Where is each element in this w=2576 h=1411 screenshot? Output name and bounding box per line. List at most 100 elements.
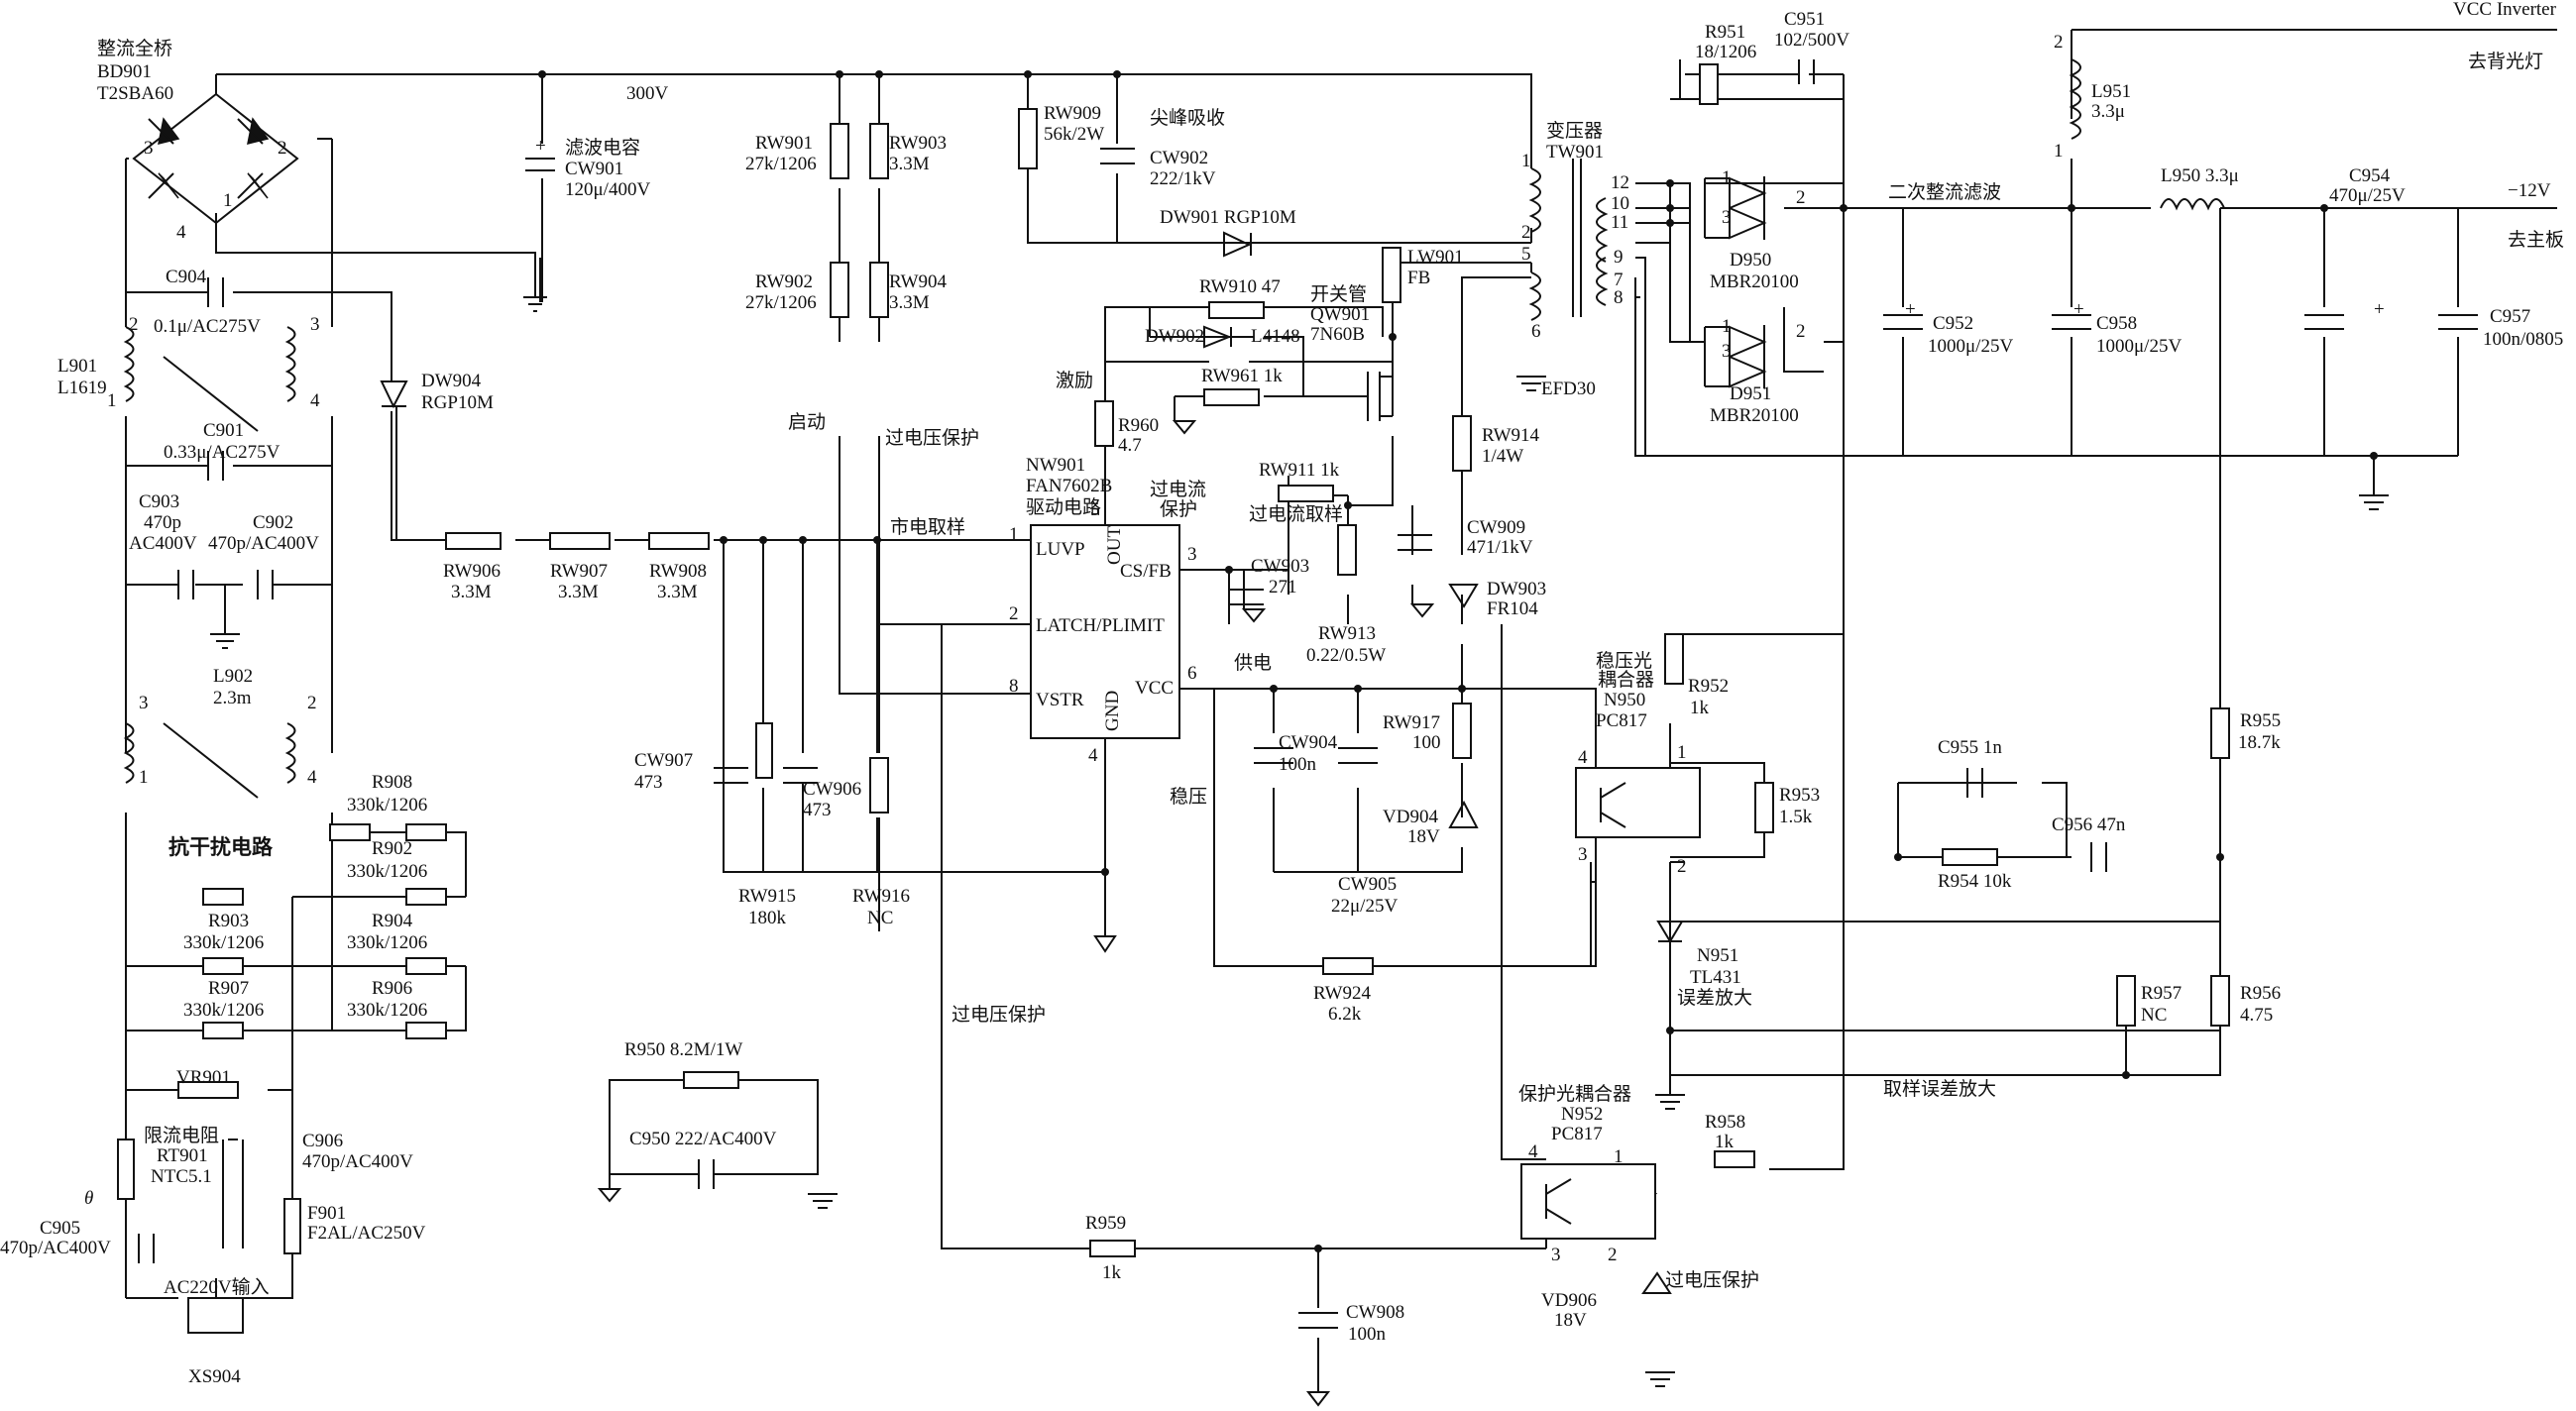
regulate-label: 稳压	[1170, 786, 1207, 808]
r956-ref: R956	[2240, 983, 2281, 1004]
r955-value: 18.7k	[2238, 732, 2281, 753]
ic-out: OUT	[1104, 526, 1125, 565]
n952-part: PC817	[1551, 1124, 1603, 1144]
to-backlight: 去背光灯	[2468, 51, 2543, 72]
ac-input: AC220V输入	[164, 1276, 270, 1298]
bus-voltage: 300V	[626, 83, 669, 104]
ic-csfb: CS/FB	[1120, 561, 1172, 582]
c902-ref: C902	[253, 512, 293, 533]
rw901-value: 27k/1206	[745, 154, 817, 174]
rw906-ref: RW906	[443, 561, 501, 582]
r904-value: 330k/1206	[347, 932, 427, 953]
emi-circuit: 抗干扰电路	[168, 835, 274, 859]
l950-label: L950 3.3μ	[2161, 165, 2239, 186]
ic-part: FAN7602B	[1026, 476, 1112, 496]
r957-ref: R957	[2141, 983, 2182, 1004]
cw907-value: 473	[634, 772, 663, 793]
r903-ref: R903	[208, 911, 249, 931]
ts-8: 8	[1614, 287, 1624, 308]
vd904-ref: VD904	[1383, 807, 1438, 827]
f901-value: F2AL/AC250V	[307, 1223, 426, 1244]
l902-value: 2.3m	[213, 688, 252, 708]
rw909-ref: RW909	[1044, 103, 1101, 124]
d951-pin3: 3	[1722, 341, 1732, 362]
l951-value: 3.3μ	[2091, 101, 2125, 122]
ts-12: 12	[1611, 172, 1629, 193]
sample-amp: 取样误差放大	[1883, 1078, 1996, 1100]
switch-name: 开关管	[1310, 283, 1367, 305]
cw908-value: 100n	[1348, 1324, 1387, 1345]
n950-name2: 耦合器	[1598, 669, 1654, 691]
l901-ref: L901	[57, 356, 97, 377]
rw915-value: 180k	[748, 908, 787, 928]
cw903-ref: CW903	[1251, 556, 1309, 577]
r907-ref: R907	[208, 978, 249, 999]
r952-value: 1k	[1690, 698, 1710, 718]
ic-latch: LATCH/PLIMIT	[1036, 615, 1165, 636]
cw906-ref: CW906	[803, 779, 861, 800]
vcc-inverter: VCC Inverter	[2453, 0, 2557, 20]
cw904-ref: CW904	[1279, 732, 1338, 753]
ic-nw901	[1030, 515, 1180, 748]
l901-pin3: 3	[310, 314, 320, 335]
c955-label: C955 1n	[1938, 737, 2002, 758]
c952-plus: +	[1905, 299, 1916, 320]
n950-name1: 稳压光	[1596, 650, 1652, 672]
rw913-ref: RW913	[1318, 623, 1376, 644]
rw906-value: 3.3M	[451, 582, 492, 602]
rw903-ref: RW903	[889, 133, 947, 154]
r952-ref: R952	[1688, 676, 1729, 697]
n950-pin2: 2	[1677, 856, 1687, 877]
rw913-value: 0.22/0.5W	[1306, 645, 1386, 666]
r902-value: 330k/1206	[347, 861, 427, 882]
d951-pin2: 2	[1796, 321, 1806, 342]
ovp-top-label: 过电压保护	[885, 427, 979, 449]
cw906-value: 473	[803, 800, 832, 820]
c954-plus: +	[2374, 299, 2385, 320]
rw916-value: NC	[867, 908, 893, 928]
efd30-label: EFD30	[1541, 379, 1596, 399]
l901-pin2: 2	[129, 314, 139, 335]
oc-sample-label: 过电流取样	[1249, 503, 1343, 525]
rw903-value: 3.3M	[889, 154, 930, 174]
r959-ref: R959	[1085, 1213, 1126, 1234]
tp-1: 1	[1521, 151, 1531, 171]
filter-cap-name: 滤波电容	[565, 137, 640, 159]
cw903-value: 271	[1269, 577, 1297, 597]
ic-pin6: 6	[1187, 663, 1197, 684]
lw901-fb: FB	[1407, 268, 1430, 288]
ic-vstr: VSTR	[1036, 690, 1084, 710]
rw924-ref: RW924	[1313, 983, 1372, 1004]
ts-7: 7	[1614, 270, 1624, 290]
n950-pin4: 4	[1578, 747, 1588, 768]
filter-cap-ref: CW901	[565, 159, 623, 179]
c903-ref: C903	[139, 491, 179, 512]
rw904-value: 3.3M	[889, 292, 930, 313]
dw903-value: FR104	[1487, 598, 1538, 619]
n952-pin2: 2	[1608, 1245, 1618, 1265]
rw904-ref: RW904	[889, 271, 948, 292]
c952-value: 1000μ/25V	[1928, 336, 2013, 357]
ic-pin2: 2	[1009, 603, 1019, 624]
n950-pin1: 1	[1677, 742, 1687, 763]
l902-pin2: 2	[307, 693, 317, 713]
rw908-value: 3.3M	[657, 582, 698, 602]
bridge-pin2: 2	[278, 138, 287, 159]
bridge-pin1: 1	[223, 190, 233, 211]
vd904-value: 18V	[1407, 826, 1440, 847]
bridge-name: 整流全桥	[97, 38, 172, 59]
inductors	[123, 58, 2225, 799]
cw907-ref: CW907	[634, 750, 693, 771]
ic-desc: 驱动电路	[1026, 496, 1101, 518]
dw904-value: RGP10M	[421, 392, 494, 413]
r903-value: 330k/1206	[183, 932, 264, 953]
vr901-label: VR901	[176, 1067, 231, 1088]
rw961-label: RW961 1k	[1201, 366, 1283, 386]
c958-ref: C958	[2096, 313, 2137, 334]
l902-pin4: 4	[307, 767, 317, 788]
lw901-ref: LW901	[1407, 247, 1464, 268]
vd906-ref: VD906	[1541, 1290, 1597, 1311]
transformer-name: 变压器	[1546, 120, 1603, 142]
c904-value: 0.1μ/AC275V	[154, 316, 261, 337]
c906-ref: C906	[302, 1131, 343, 1151]
